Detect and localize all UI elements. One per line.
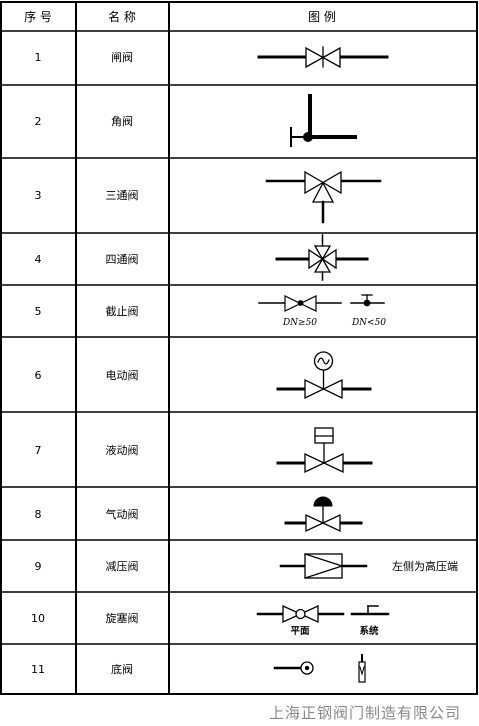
row-no: 4: [35, 253, 42, 266]
hydraulic-valve-icon: [276, 427, 373, 474]
row-name: 气动阀: [106, 507, 139, 521]
row-no: 11: [31, 663, 45, 676]
row-no: 2: [35, 115, 42, 128]
row-no: 6: [35, 369, 42, 382]
pressure-reducing-valve-note: 左侧为高压端: [392, 559, 458, 573]
row-name: 四通阀: [106, 252, 139, 266]
row-no: 5: [35, 305, 42, 318]
plug-valve-icon: [256, 604, 390, 624]
row-name: 截止阀: [106, 304, 139, 318]
angle-valve-icon: [290, 94, 357, 147]
row-no: 10: [31, 612, 45, 625]
globe-valve-label-small: DN<50: [351, 318, 386, 328]
row-no: 8: [35, 508, 42, 521]
footer: 上海正钢阀门制造有限公司: [0, 700, 479, 726]
row-name: 旋塞阀: [106, 611, 139, 625]
pressure-reducing-valve-icon: [279, 553, 368, 579]
row-no: 3: [35, 189, 42, 202]
gate-valve-icon: [257, 46, 389, 69]
row-name: 角阀: [111, 114, 133, 128]
row-name: 底阀: [111, 662, 133, 676]
row-no: 9: [35, 560, 42, 573]
row-name: 减压阀: [106, 559, 139, 573]
three-way-valve-icon: [265, 170, 382, 224]
foot-valve-icon: [273, 654, 366, 683]
row-name: 三通阀: [106, 188, 139, 202]
row-name: 闸阀: [111, 50, 133, 64]
header-no: 序 号: [24, 9, 52, 24]
row-name: 液动阀: [106, 443, 139, 457]
header-symbol: 图 例: [308, 10, 336, 24]
electric-valve-icon: [276, 351, 372, 400]
four-way-valve-icon: [275, 234, 369, 281]
row-name: 电动阀: [106, 368, 139, 382]
pneumatic-valve-icon: [284, 496, 363, 533]
plug-valve-label-system: 系统: [359, 625, 379, 637]
company-name: 上海正钢阀门制造有限公司: [268, 704, 461, 722]
header-name: 名 称: [108, 9, 136, 24]
globe-valve-icon: [258, 294, 385, 312]
plug-valve-label-plan: 平面: [290, 626, 310, 637]
globe-valve-label-large: DN≥50: [282, 318, 317, 328]
row-no: 1: [35, 51, 42, 64]
row-no: 7: [35, 444, 42, 457]
